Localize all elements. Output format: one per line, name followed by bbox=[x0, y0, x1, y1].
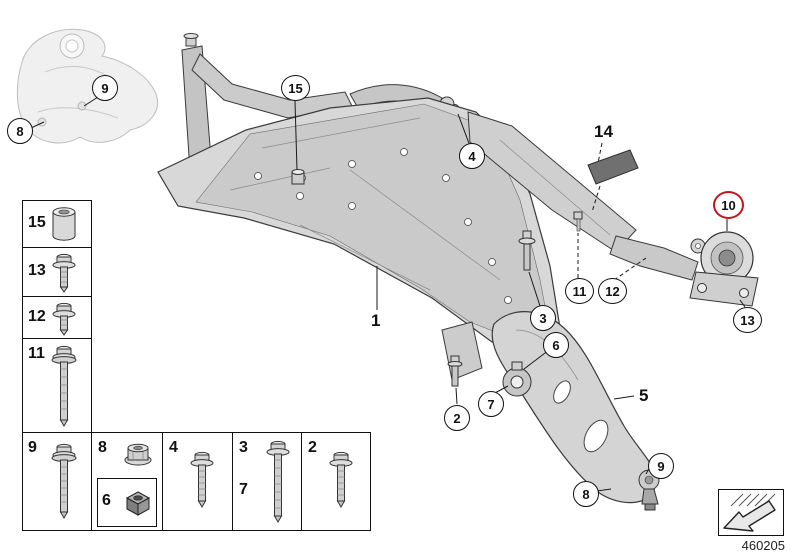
hydro-mount-bushing bbox=[689, 231, 759, 307]
callout-6[interactable]: 6 bbox=[543, 332, 569, 358]
bolt-icon bbox=[329, 451, 353, 508]
square-nut-icon bbox=[125, 491, 151, 516]
legend-number-12: 12 bbox=[28, 308, 46, 325]
callout-11[interactable]: 11 bbox=[565, 278, 594, 304]
callout-1[interactable]: 1 bbox=[371, 311, 381, 330]
legend-number-13: 13 bbox=[28, 262, 46, 279]
long-bolt-icon bbox=[266, 440, 290, 523]
callout-2[interactable]: 2 bbox=[444, 405, 470, 431]
legend-number-4: 4 bbox=[169, 439, 178, 456]
direction-arrow-box bbox=[718, 489, 784, 536]
legend-cell-15[interactable]: 15 bbox=[22, 200, 92, 248]
legend-number-6: 6 bbox=[102, 492, 111, 509]
legend-cell-8-6[interactable]: 8 6 bbox=[91, 432, 163, 531]
callout-12[interactable]: 12 bbox=[598, 278, 627, 304]
legend-cell-13[interactable]: 13 bbox=[22, 247, 92, 297]
legend-subcell-6[interactable]: 6 bbox=[97, 478, 157, 527]
callout-9-top[interactable]: 9 bbox=[92, 75, 118, 101]
callout-9-bottom[interactable]: 9 bbox=[648, 453, 674, 479]
callout-7[interactable]: 7 bbox=[478, 391, 504, 417]
callout-10-highlighted[interactable]: 10 bbox=[713, 191, 744, 219]
legend-number-15: 15 bbox=[28, 214, 46, 231]
legend-cell-11[interactable]: 11 bbox=[22, 338, 92, 433]
spacer-sleeve-icon bbox=[52, 207, 76, 241]
direction-arrow-icon bbox=[723, 493, 776, 532]
legend-cell-3-7[interactable]: 3 7 bbox=[232, 432, 302, 531]
legend-cell-4[interactable]: 4 bbox=[162, 432, 233, 531]
callout-8-bottom[interactable]: 8 bbox=[573, 481, 599, 507]
callout-3[interactable]: 3 bbox=[530, 305, 556, 331]
callout-15[interactable]: 15 bbox=[281, 75, 310, 101]
callout-4[interactable]: 4 bbox=[459, 143, 485, 169]
legend-cell-9[interactable]: 9 bbox=[22, 432, 92, 531]
bolt-icon bbox=[52, 253, 76, 293]
callout-8-top[interactable]: 8 bbox=[7, 118, 33, 144]
loose-fasteners bbox=[447, 211, 583, 387]
bolt-icon bbox=[52, 302, 76, 336]
bolt-icon bbox=[190, 451, 214, 508]
front-axle-support bbox=[157, 97, 699, 381]
legend-number-11: 11 bbox=[28, 345, 45, 362]
legend-number-9: 9 bbox=[28, 439, 37, 456]
flange-nut-icon bbox=[124, 443, 152, 466]
legend-number-8: 8 bbox=[98, 439, 107, 456]
doc-number: 460205 bbox=[741, 538, 785, 553]
ghost-carrier bbox=[16, 28, 158, 144]
bolt-with-washer-icon bbox=[51, 443, 77, 519]
legend-number-2: 2 bbox=[308, 439, 317, 456]
legend-cell-12[interactable]: 12 bbox=[22, 296, 92, 339]
legend-number-7: 7 bbox=[239, 481, 248, 498]
leader-lines bbox=[30, 96, 746, 492]
bracket-14 bbox=[587, 149, 639, 185]
legend-cell-2[interactable]: 2 bbox=[301, 432, 371, 531]
legend-number-3: 3 bbox=[239, 439, 248, 456]
long-bolt-icon bbox=[51, 345, 77, 427]
lower-control-arm bbox=[491, 311, 660, 511]
callout-13[interactable]: 13 bbox=[733, 307, 762, 333]
callout-14[interactable]: 14 bbox=[594, 122, 613, 141]
callout-5[interactable]: 5 bbox=[639, 386, 649, 405]
